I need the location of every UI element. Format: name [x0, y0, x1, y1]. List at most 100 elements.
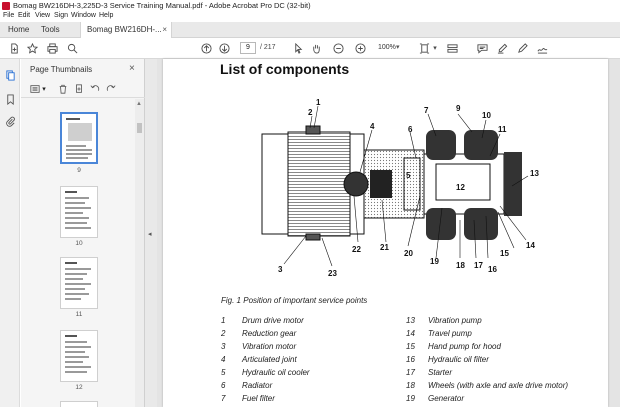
component-number: 5 — [221, 368, 226, 377]
comment-icon[interactable] — [476, 42, 489, 55]
component-name: Hand pump for hood — [428, 342, 501, 351]
callout-2: 2 — [308, 108, 313, 117]
callout-10: 10 — [482, 111, 491, 120]
tab-tools[interactable]: Tools — [41, 25, 60, 34]
callout-9: 9 — [456, 104, 461, 113]
thumbnails-scrollbar[interactable]: ▲ — [135, 99, 144, 407]
callout-3: 3 — [278, 265, 283, 274]
component-name: Vibration pump — [428, 316, 482, 325]
callout-22: 22 — [352, 245, 361, 254]
callout-21: 21 — [380, 243, 389, 252]
callout-1: 1 — [316, 98, 321, 107]
wheels-drawing — [426, 130, 498, 240]
thumbnail-page-12[interactable] — [60, 330, 98, 382]
hand-tool-icon[interactable] — [310, 42, 323, 55]
component-number: 7 — [221, 394, 226, 403]
thumbnail-page-9[interactable] — [60, 112, 98, 164]
figure-caption: Fig. 1 Position of important service poi… — [221, 296, 368, 305]
window-title-bar: Bomag BW216DH-3,225D-3 Service Training … — [0, 0, 620, 12]
component-number: 19 — [406, 394, 415, 403]
bookmarks-icon[interactable] — [4, 93, 16, 105]
menu-window[interactable]: Window — [71, 12, 96, 19]
menu-help[interactable]: Help — [99, 12, 114, 19]
thumbnail-label: 10 — [75, 240, 83, 247]
callout-12: 12 — [456, 183, 465, 192]
menu-sign[interactable]: Sign — [54, 12, 69, 19]
thumbnail-options-icon[interactable] — [29, 83, 41, 95]
rotate-clockwise-icon[interactable] — [105, 83, 117, 95]
component-name: Hydraulic oil filter — [428, 355, 489, 364]
page-fit-icon[interactable] — [418, 42, 431, 55]
draw-freehand-icon[interactable] — [516, 42, 529, 55]
previous-page-icon[interactable] — [200, 42, 213, 55]
callout-15: 15 — [500, 249, 509, 258]
thumbnail-page-11[interactable] — [60, 257, 98, 309]
component-number: 1 — [221, 316, 226, 325]
page-heading: List of components — [220, 61, 350, 77]
component-number: 18 — [406, 381, 415, 390]
component-diagram: 1 2 3 4 5 6 7 9 10 11 12 13 14 15 16 17 … — [261, 98, 539, 276]
scroll-up-icon[interactable]: ▲ — [136, 101, 142, 107]
tab-home[interactable]: Home — [8, 25, 30, 34]
component-name: Generator — [428, 394, 465, 403]
component-name: Vibration motor — [242, 342, 297, 351]
thumbnail-label: 11 — [75, 311, 83, 318]
delete-page-icon[interactable] — [57, 83, 69, 95]
leader-lines — [283, 105, 529, 267]
callout-23: 23 — [328, 269, 337, 276]
callout-16: 16 — [488, 265, 497, 274]
scrollbar-thumb[interactable] — [137, 123, 142, 133]
component-number: 17 — [406, 368, 415, 377]
page-number-input[interactable]: 9 — [240, 42, 256, 54]
component-name: Radiator — [242, 381, 273, 390]
panel-title: Page Thumbnails — [30, 65, 93, 74]
menu-view[interactable]: View — [35, 12, 51, 19]
tab-document[interactable]: Bomag BW216DH-... × — [80, 22, 172, 38]
options-dropdown-icon[interactable]: ▾ — [42, 86, 46, 93]
tab-close-icon[interactable]: × — [162, 25, 167, 34]
bookmark-star-icon[interactable] — [26, 42, 39, 55]
page-total: / 217 — [260, 44, 276, 51]
component-number: 13 — [406, 316, 415, 325]
rotate-counterclockwise-icon[interactable] — [89, 83, 101, 95]
thumbnail-label: 12 — [75, 384, 83, 391]
page-fit-dropdown-icon[interactable]: ▾ — [433, 45, 437, 52]
highlight-pen-icon[interactable] — [496, 42, 509, 55]
zoom-level[interactable]: 100% — [378, 44, 396, 51]
insert-page-icon[interactable] — [73, 83, 85, 95]
callout-5: 5 — [406, 171, 411, 180]
panel-splitter[interactable]: ◂ — [145, 59, 157, 407]
callout-19: 19 — [430, 257, 439, 266]
menu-edit[interactable]: Edit — [18, 12, 31, 19]
callout-7: 7 — [424, 106, 429, 115]
page-thumbnails-icon[interactable] — [4, 69, 16, 81]
thumbnail-page-10[interactable] — [60, 186, 98, 238]
fill-sign-icon[interactable] — [536, 42, 549, 55]
menu-file[interactable]: File — [3, 12, 15, 19]
menu-bar: File Edit View Sign Window Help — [0, 12, 620, 22]
zoom-in-icon[interactable] — [354, 42, 367, 55]
zoom-out-icon[interactable] — [332, 42, 345, 55]
attachments-icon[interactable] — [4, 115, 16, 127]
component-number: 16 — [406, 355, 415, 364]
component-name: Hydraulic oil cooler — [242, 368, 310, 377]
component-name: Wheels (with axle and axle drive motor) — [428, 381, 569, 390]
component-name: Drum drive motor — [242, 316, 304, 325]
search-icon[interactable] — [66, 42, 79, 55]
callout-4: 4 — [370, 122, 375, 131]
select-cursor-icon[interactable] — [292, 42, 305, 55]
callout-13: 13 — [530, 169, 539, 178]
collapse-panel-icon[interactable]: ◂ — [148, 231, 152, 238]
scrolling-mode-icon[interactable] — [446, 42, 459, 55]
zoom-dropdown-icon[interactable]: ▾ — [396, 44, 400, 51]
thumbnail-page-13[interactable] — [60, 401, 98, 407]
print-icon[interactable] — [46, 42, 59, 55]
component-number: 14 — [406, 329, 415, 338]
create-pdf-icon[interactable] — [8, 42, 21, 55]
panel-close-icon[interactable]: × — [129, 63, 135, 74]
next-page-icon[interactable] — [218, 42, 231, 55]
component-number: 6 — [221, 381, 226, 390]
callout-20: 20 — [404, 249, 413, 258]
main-toolbar: 9 / 217 100% ▾ ▾ — [0, 38, 620, 59]
window-title: Bomag BW216DH-3,225D-3 Service Training … — [13, 1, 311, 10]
